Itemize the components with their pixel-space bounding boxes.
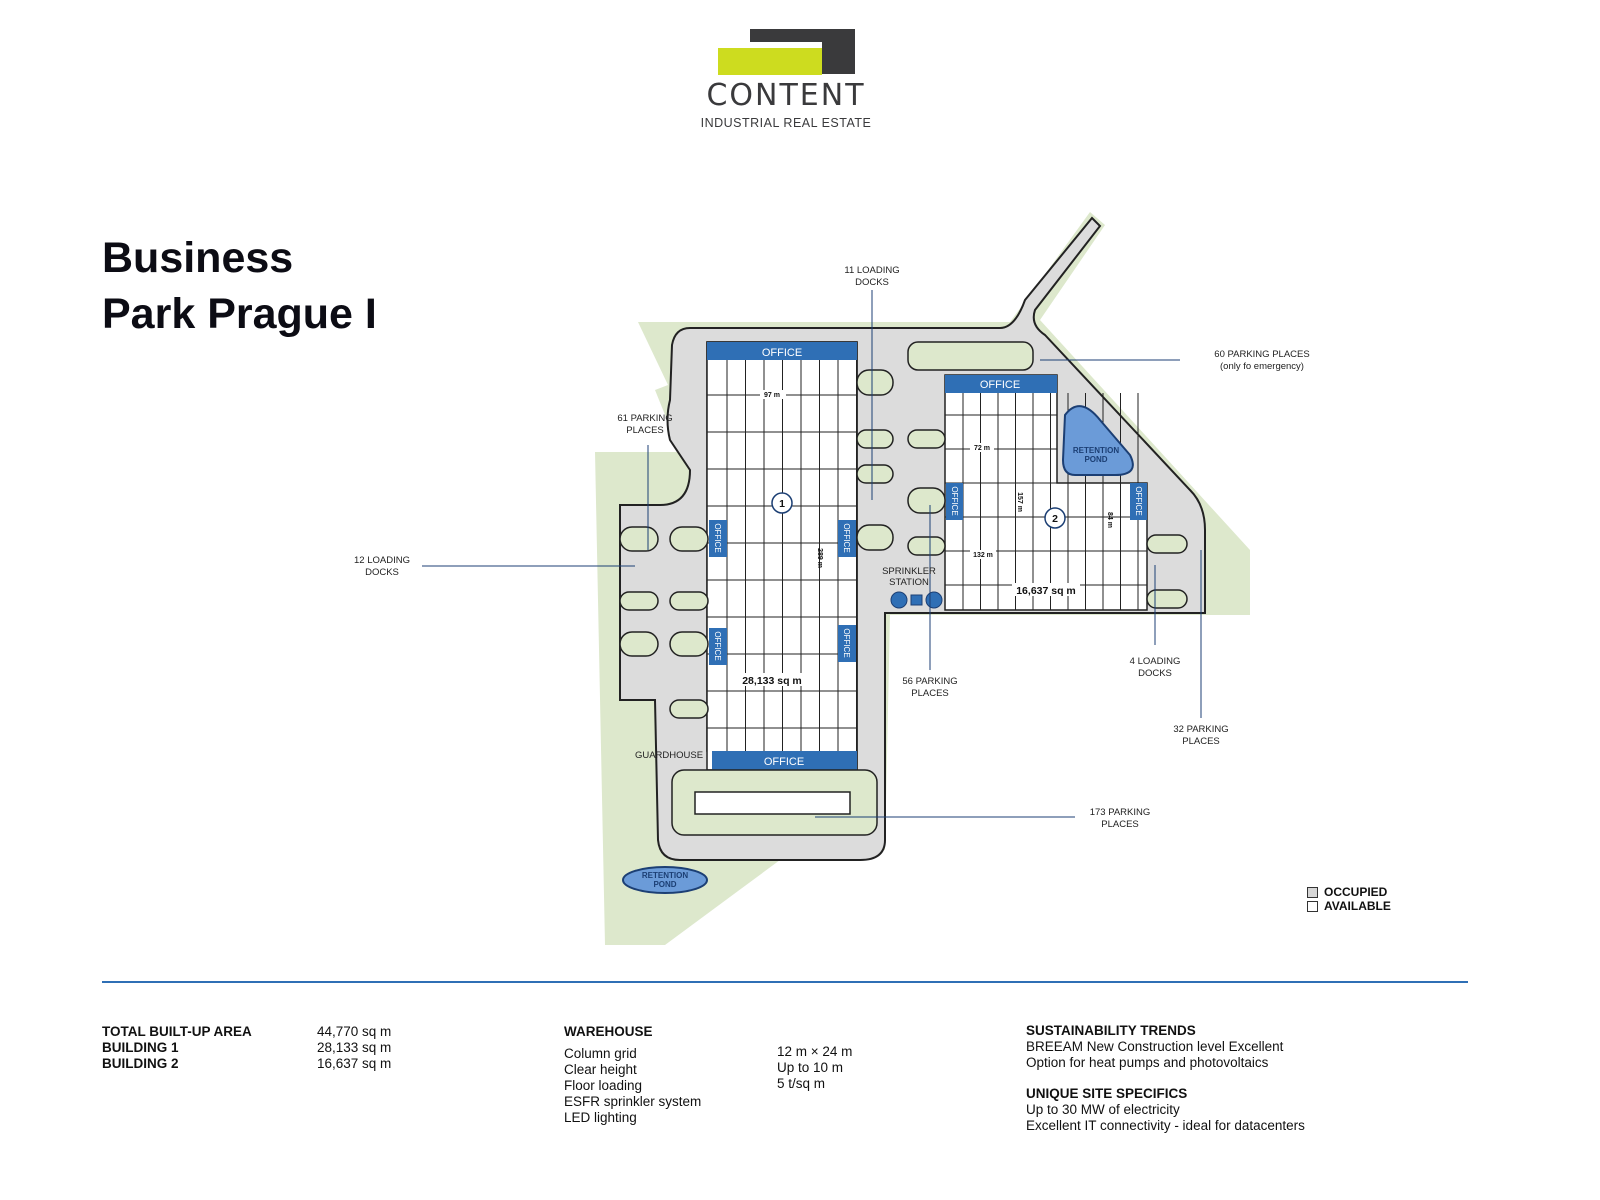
company-logo: CONTENT INDUSTRIAL REAL ESTATE	[686, 28, 886, 138]
dimension-width: 72 m	[974, 445, 990, 452]
area-label: BUILDING 1	[102, 1040, 179, 1055]
page-title: Business Park Prague I	[102, 230, 377, 342]
label-173-parking: 173 PARKING	[1090, 807, 1151, 818]
label-guardhouse: GUARDHOUSE	[635, 750, 703, 761]
building-2-annotations: 2 72 m 132 m 157 m 84 m 16,637 sq m	[970, 443, 1113, 597]
legend-occupied: OCCUPIED	[1307, 885, 1391, 899]
sustainability-line: Option for heat pumps and photovoltaics	[1026, 1055, 1269, 1070]
pond-label: POND	[653, 880, 676, 889]
offices: OFFICE OFFICE OFFICE OFFICE OFFICE OFFIC…	[707, 342, 1147, 770]
label-60-parking: (only fo emergency)	[1220, 361, 1304, 372]
area-value: 28,133 sq m	[317, 1040, 392, 1055]
label-60-parking: 60 PARKING PLACES	[1214, 349, 1309, 360]
section-heading: UNIQUE SITE SPECIFICS	[1026, 1086, 1188, 1101]
building-1	[706, 341, 858, 771]
label-56-parking: PLACES	[911, 688, 949, 699]
dimension-length: 289 m	[816, 548, 823, 568]
legend-available: AVAILABLE	[1307, 899, 1391, 913]
occupied-swatch-icon	[1307, 886, 1318, 898]
spec-value: 12 m × 24 m	[777, 1044, 853, 1059]
section-heading: SUSTAINABILITY TRENDS	[1026, 1023, 1196, 1038]
specifics-line: Excellent IT connectivity - ideal for da…	[1026, 1118, 1305, 1133]
office-label: OFFICE	[762, 347, 802, 359]
label-12-loading-docks: DOCKS	[365, 567, 399, 578]
legend: OCCUPIED AVAILABLE	[1307, 885, 1391, 913]
label-32-parking: 32 PARKING	[1173, 724, 1228, 735]
retention-pond-south: RETENTION POND	[622, 866, 708, 894]
label-11-loading-docks: 11 LOADING	[844, 265, 899, 276]
office-label: OFFICE	[713, 631, 722, 660]
area-value: 44,770 sq m	[317, 1024, 392, 1039]
label-61-parking: PLACES	[626, 425, 664, 436]
leader-lines	[422, 290, 1202, 818]
spec-label: Floor loading	[564, 1078, 643, 1093]
label-56-parking: 56 PARKING	[902, 676, 957, 687]
building-1-annotations: 1 97 m 289 m 28,133 sq m	[740, 390, 823, 687]
parking-islands	[619, 341, 1188, 836]
section-heading: WAREHOUSE	[564, 1024, 653, 1039]
spec-label: Column grid	[564, 1046, 637, 1061]
dimension-length: 84 m	[1106, 512, 1113, 528]
spec-label: LED lighting	[564, 1110, 637, 1125]
spec-value: Up to 10 m	[777, 1060, 844, 1075]
area-label: BUILDING 2	[102, 1056, 179, 1071]
specifics-line: Up to 30 MW of electricity	[1026, 1102, 1180, 1117]
office-label: OFFICE	[1134, 486, 1143, 515]
label-4-loading-docks: DOCKS	[1138, 668, 1172, 679]
label-61-parking: 61 PARKING	[617, 413, 672, 424]
building-number: 2	[1052, 513, 1058, 525]
divider	[102, 981, 1468, 983]
office-label: OFFICE	[980, 379, 1020, 391]
legend-label: OCCUPIED	[1324, 885, 1388, 899]
office-label: OFFICE	[713, 523, 722, 552]
legend-label: AVAILABLE	[1324, 899, 1391, 913]
title-line-2: Park Prague I	[102, 290, 377, 338]
logo-wordmark: CONTENT	[706, 78, 866, 113]
sustainability-section: SUSTAINABILITY TRENDS BREEAM New Constru…	[1026, 1023, 1406, 1134]
office-label: OFFICE	[950, 486, 959, 515]
building-area: 28,133 sq m	[742, 675, 802, 687]
spec-label: ESFR sprinkler system	[564, 1094, 702, 1109]
label-4-loading-docks: 4 LOADING	[1130, 656, 1181, 667]
office-label: OFFICE	[842, 628, 851, 657]
plan-labels: 11 LOADING DOCKS 60 PARKING PLACES (only…	[354, 265, 1310, 830]
label-11-loading-docks: DOCKS	[855, 277, 889, 288]
retention-pond: RETENTION POND	[1061, 405, 1134, 476]
title-line-1: Business	[102, 234, 294, 282]
pond-label: POND	[1084, 455, 1107, 464]
spec-label: Clear height	[564, 1062, 637, 1077]
label-32-parking: PLACES	[1182, 736, 1220, 747]
logo-tagline: INDUSTRIAL REAL ESTATE	[700, 116, 872, 130]
pond-label: RETENTION	[642, 871, 688, 880]
office-label: OFFICE	[764, 756, 804, 768]
logo-mark-icon	[718, 29, 855, 75]
pond-label: RETENTION	[1073, 446, 1119, 455]
area-label: TOTAL BUILT-UP AREA	[102, 1024, 252, 1039]
sustainability-line: BREEAM New Construction level Excellent	[1026, 1039, 1284, 1054]
warehouse-specs: WAREHOUSE Column grid Clear height Floor…	[564, 1024, 852, 1125]
area-value: 16,637 sq m	[317, 1056, 392, 1071]
label-173-parking: PLACES	[1101, 819, 1139, 830]
building-number: 1	[779, 498, 785, 510]
label-12-loading-docks: 12 LOADING	[354, 555, 410, 566]
spec-value: 5 t/sq m	[777, 1076, 826, 1091]
label-sprinkler-station: STATION	[889, 577, 929, 588]
dimension-width: 132 m	[973, 552, 993, 559]
office-label: OFFICE	[842, 523, 851, 552]
label-sprinkler-station: SPRINKLER	[882, 566, 936, 577]
available-swatch-icon	[1307, 900, 1318, 912]
dimension-width: 97 m	[764, 392, 780, 399]
building-area: 16,637 sq m	[1016, 585, 1076, 597]
dimension-length: 157 m	[1016, 492, 1023, 512]
